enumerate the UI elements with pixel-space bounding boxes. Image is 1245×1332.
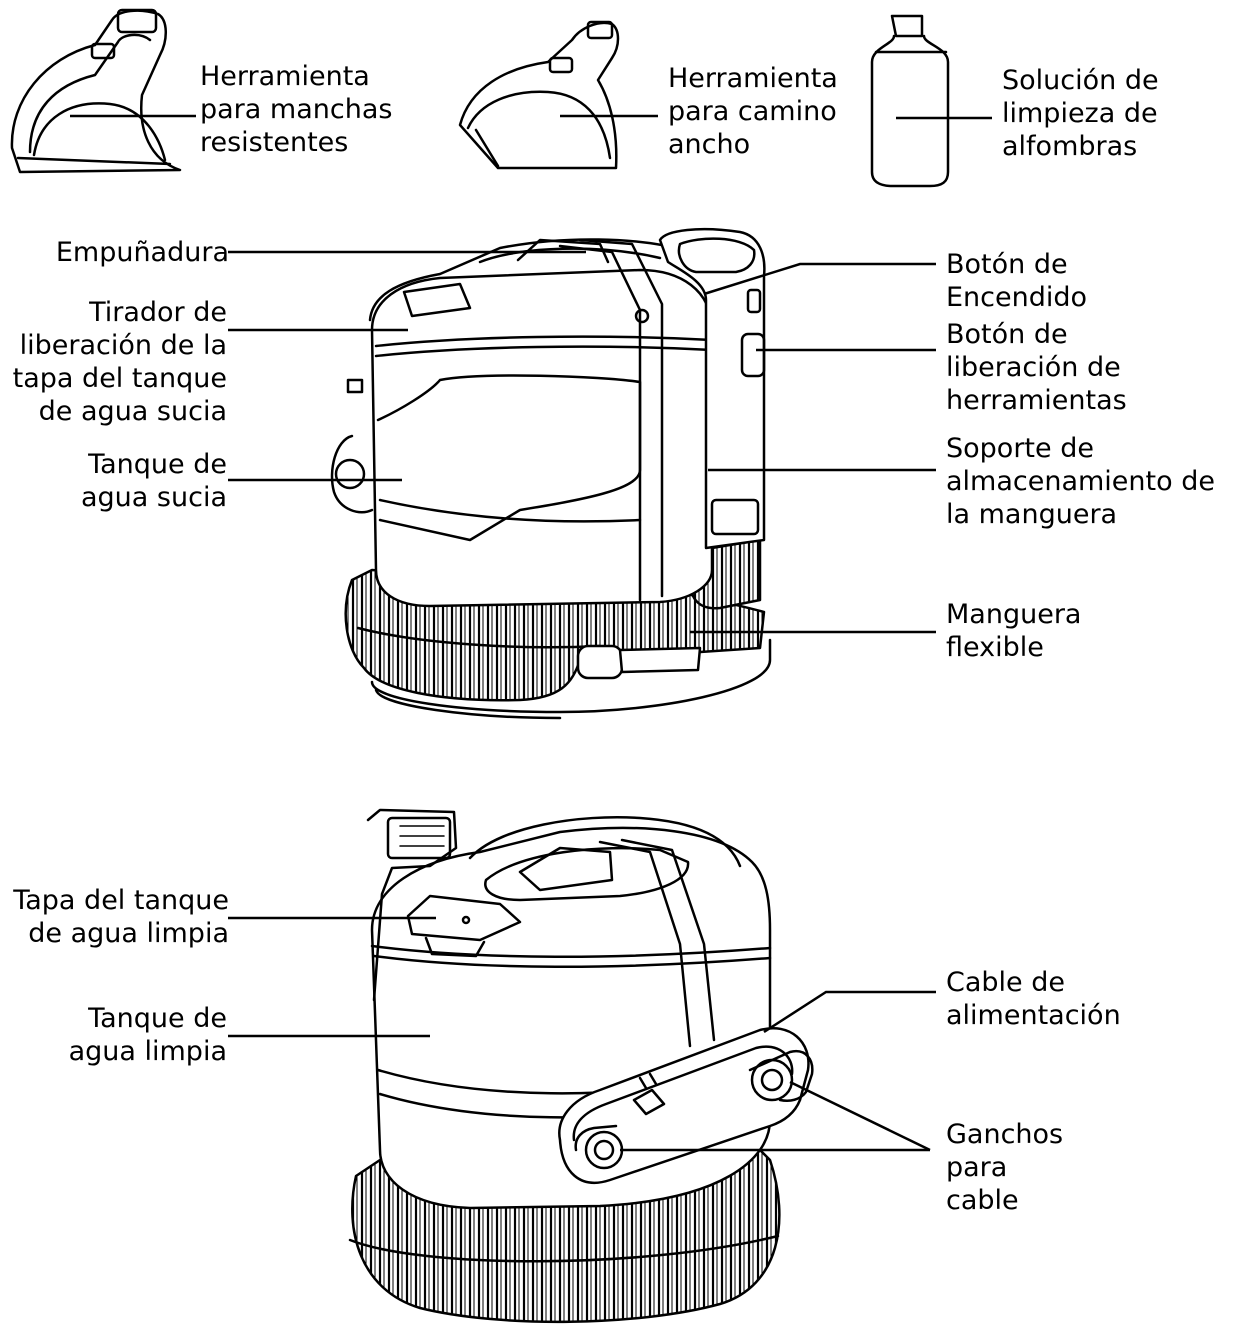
label-stain-tool: Herramienta para manchas resistentes xyxy=(200,61,393,158)
solution-bottle-illustration xyxy=(870,14,950,188)
label-tool-release: Botón de liberación de herramientas xyxy=(946,319,1127,416)
label-dirty-tank: Tanque de agua sucia xyxy=(81,449,227,513)
label-clean-lid: Tapa del tanque de agua limpia xyxy=(13,885,229,949)
label-power-button: Botón de Encendido xyxy=(946,249,1088,313)
label-handle: Empuñadura xyxy=(55,237,229,268)
leader-power-cord xyxy=(763,990,936,1034)
stain-tool-illustration xyxy=(10,8,182,174)
label-hose-storage: Soporte de almacenamiento de la manguera xyxy=(946,433,1215,530)
label-dirty-lid-release: Tirador de liberación de la tapa del tan… xyxy=(12,297,227,427)
label-carpet-solution: Solución de limpieza de alfombras xyxy=(1002,65,1159,162)
leader-lines xyxy=(70,114,992,1152)
label-cord-hooks: Ganchos para cable xyxy=(946,1119,1064,1216)
label-flex-hose: Manguera flexible xyxy=(946,599,1082,663)
unit-rear-illustration xyxy=(348,808,814,1324)
label-power-cord: Cable de alimentación xyxy=(946,967,1121,1031)
label-wide-path-tool: Herramienta para camino ancho xyxy=(668,63,838,160)
leader-power-button xyxy=(703,262,936,296)
unit-front-illustration xyxy=(330,227,772,720)
label-clean-tank: Tanque de agua limpia xyxy=(68,1003,227,1067)
leader-cord-hook-upper xyxy=(789,1080,931,1152)
wide-path-tool-illustration xyxy=(458,20,620,170)
